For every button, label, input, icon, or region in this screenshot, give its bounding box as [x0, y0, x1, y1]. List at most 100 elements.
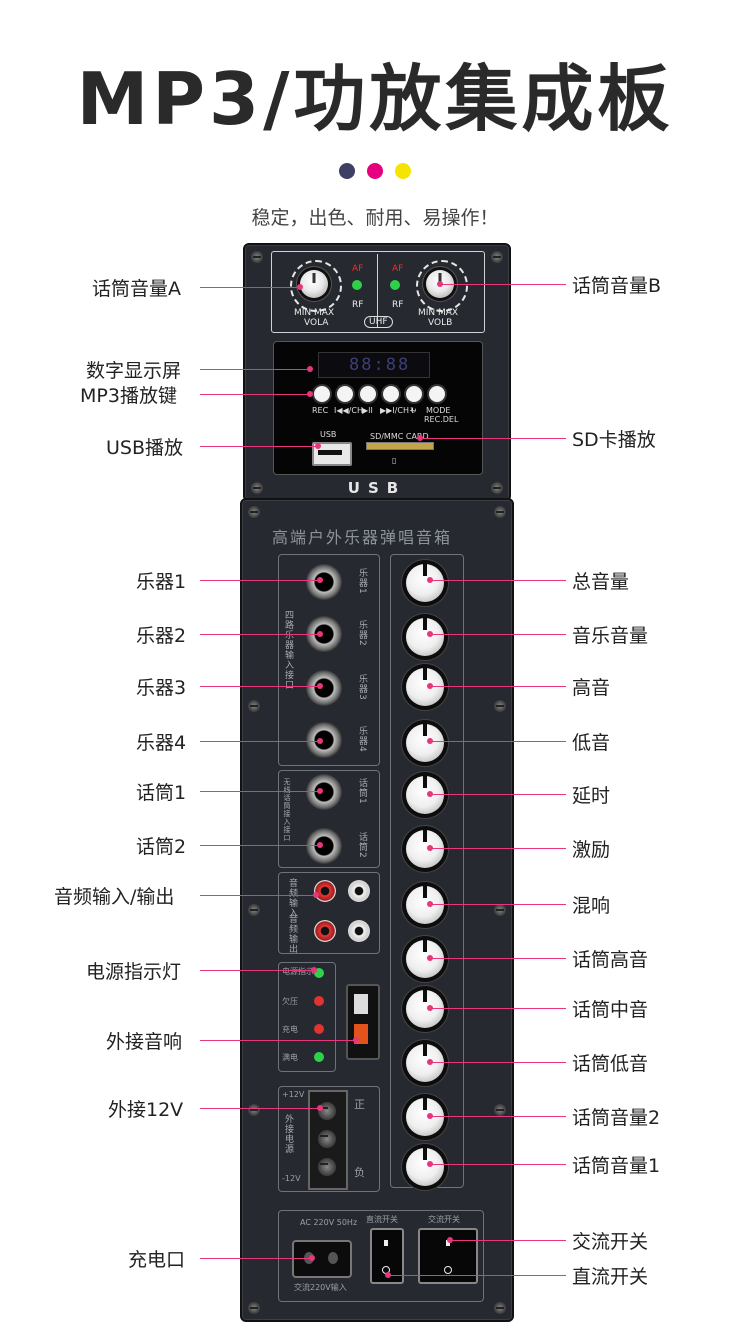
mode-button[interactable] [429, 386, 445, 402]
dc-ext-label: 外接电源 [283, 1114, 293, 1154]
callout-power-led: 电源指示灯 [86, 961, 182, 983]
callout-display: 数字显示屏 [86, 360, 182, 382]
callout-line [200, 1105, 323, 1111]
dc-neg-label: 负 [354, 1166, 365, 1179]
dc-pos-label: 正 [354, 1098, 365, 1111]
callout-line [200, 788, 323, 794]
dot-navy [339, 163, 355, 179]
vol-b-range: MIN MAX [418, 308, 459, 318]
led-indicator-icon [314, 996, 324, 1006]
callout-music-vol: 音乐音量 [572, 625, 649, 647]
af-label-b: AF [392, 264, 404, 274]
rca-out-white[interactable] [348, 920, 370, 942]
repeat-button[interactable] [406, 386, 422, 402]
screw-icon [494, 506, 506, 518]
mic-2-jack[interactable] [306, 828, 342, 864]
screw-icon [248, 1302, 260, 1314]
music-volume-knob[interactable] [406, 616, 444, 656]
callout-line [200, 284, 303, 290]
sd-slot-label: SD/MMC CARD [370, 432, 429, 441]
ac-switch-label: 交流开关 [428, 1215, 460, 1224]
callout-line [427, 901, 566, 907]
callout-line [427, 845, 566, 851]
subtitle: 稳定，出色、耐用、易操作！ [251, 207, 499, 229]
mic-mid-knob[interactable] [406, 988, 444, 1028]
callout-line [427, 577, 566, 583]
delay-knob[interactable] [406, 774, 444, 814]
callout-mic-2: 话筒2 [136, 836, 187, 858]
reverb-knob[interactable] [406, 884, 444, 924]
callout-line [427, 1005, 566, 1011]
treble-knob[interactable] [406, 666, 444, 706]
dc-section [278, 1086, 380, 1192]
bass-knob[interactable] [406, 722, 444, 762]
callout-instrument-2: 乐器2 [136, 625, 187, 647]
rca-out-red[interactable] [314, 920, 336, 942]
led-power-label: 电源指示 [282, 967, 314, 976]
dc-12v-terminal[interactable] [308, 1090, 348, 1190]
uhf-badge: UHF [364, 316, 393, 328]
page-title: MP3/功放集成板 [76, 57, 674, 141]
rca-in-white[interactable] [348, 880, 370, 902]
next-button[interactable] [383, 386, 399, 402]
callout-line [200, 1255, 315, 1261]
ac-charge-port[interactable] [292, 1240, 352, 1278]
callout-line [200, 967, 317, 973]
callout-mic-vol-1: 话筒音量1 [572, 1155, 661, 1177]
btn-label-prev: I◀◀/CH- [334, 406, 366, 415]
callout-mic-mid: 话筒中音 [572, 999, 649, 1021]
mic-volume-2-knob[interactable] [406, 1096, 444, 1136]
color-dots [0, 163, 750, 179]
callout-treble: 高音 [572, 677, 611, 699]
led-indicator-icon [314, 968, 324, 978]
ac-spec-label: AC 220V 50Hz [300, 1218, 358, 1227]
dc-switch-label: 直流开关 [366, 1215, 398, 1224]
callout-line [200, 366, 313, 372]
prev-button[interactable] [337, 386, 353, 402]
mic-volume-1-knob[interactable] [406, 1146, 444, 1186]
callout-charge-port: 充电口 [128, 1249, 186, 1271]
sd-card-slot[interactable] [366, 442, 434, 450]
play-pause-button[interactable] [360, 386, 376, 402]
callout-line [200, 631, 323, 637]
mic-1-jack[interactable] [306, 774, 342, 810]
rec-button[interactable] [314, 386, 330, 402]
callout-master-vol: 总音量 [572, 571, 630, 593]
master-volume-knob[interactable] [406, 562, 444, 602]
instrument-4-label: 乐器4 [357, 726, 367, 753]
mic-treble-knob[interactable] [406, 938, 444, 978]
audio-in-label: 音频输入 [287, 878, 297, 918]
led-indicator-icon [314, 1052, 324, 1062]
callout-ext-speaker: 外接音响 [106, 1031, 183, 1053]
instrument-1-jack[interactable] [306, 564, 342, 600]
instrument-3-jack[interactable] [306, 670, 342, 706]
main-control-panel: 高端户外乐器弹唱音箱 四路乐器输入接口 乐器1 乐器2 乐器3 乐器4 无线话筒… [240, 498, 514, 1322]
rca-in-red[interactable] [314, 880, 336, 902]
led-indicator-icon [390, 280, 400, 290]
exciter-knob[interactable] [406, 828, 444, 868]
screw-icon [248, 700, 260, 712]
vol-a-range: MIN MAX [294, 308, 335, 318]
btn-label-recdel: REC.DEL [424, 415, 459, 424]
instrument-2-label: 乐器2 [357, 620, 367, 647]
screw-icon [491, 251, 503, 263]
screw-icon [251, 482, 263, 494]
vol-a-knob[interactable] [300, 270, 328, 298]
instrument-section-label: 四路乐器输入接口 [283, 610, 293, 690]
digital-display: 88:88 [318, 352, 430, 378]
callout-mic-bass: 话筒低音 [572, 1053, 649, 1075]
btn-label-play: ▶II [362, 406, 373, 415]
mic-section [278, 770, 380, 868]
btn-label-next: ▶▶I/CH+ [380, 406, 416, 415]
callout-ext-12v: 外接12V [108, 1099, 184, 1121]
dc-switch[interactable] [370, 1228, 404, 1284]
speaker-terminal[interactable] [346, 984, 380, 1060]
callout-line [200, 577, 323, 583]
callout-instrument-4: 乐器4 [136, 732, 187, 754]
callout-line [427, 791, 566, 797]
callout-mic-vol-b: 话筒音量B [572, 275, 662, 297]
knob-column [390, 554, 464, 1188]
mic-bass-knob[interactable] [406, 1042, 444, 1082]
usb-port[interactable] [312, 442, 352, 466]
instrument-4-jack[interactable] [306, 722, 342, 758]
